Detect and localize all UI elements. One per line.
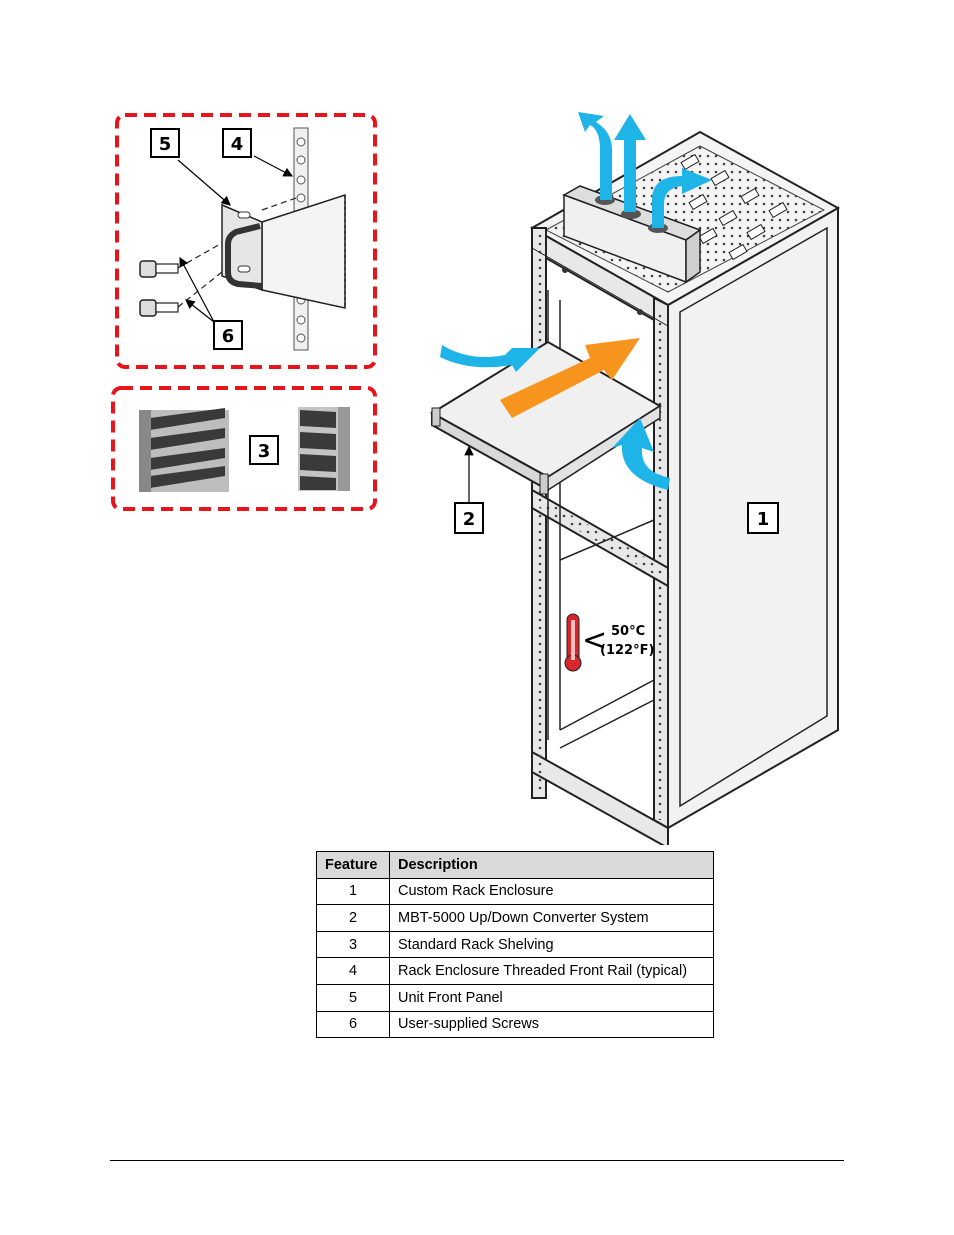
table-row: 3 Standard Rack Shelving <box>316 930 714 959</box>
feature-number: 4 <box>316 957 390 985</box>
svg-text:1: 1 <box>757 509 770 530</box>
header-description: Description <box>389 851 714 879</box>
unit-front-panel-illustration <box>221 193 346 309</box>
feature-number: 2 <box>316 904 390 932</box>
rack-fan-tray <box>562 185 702 284</box>
feature-number: 6 <box>316 1010 390 1039</box>
feature-description: User-supplied Screws <box>389 1010 714 1039</box>
rack-enclosure-illustration <box>430 130 841 845</box>
callout-4: 4 <box>222 128 252 158</box>
airflow-intake-arrow <box>440 345 540 372</box>
shelving-photo-left <box>139 408 229 492</box>
shelving-detail-inset: 3 <box>111 386 377 511</box>
airflow-exhaust-arrow <box>578 112 612 200</box>
temperature-symbol: < <box>582 623 607 658</box>
thermometer-icon <box>564 613 582 672</box>
temperature-celsius: 50°C <box>611 624 645 639</box>
callout-1: 1 <box>747 502 779 534</box>
mounting-detail-inset: 5 4 6 <box>115 113 377 369</box>
table-row: 6 User-supplied Screws <box>316 1010 714 1039</box>
screw-icon <box>139 242 223 278</box>
svg-text:5: 5 <box>159 134 172 155</box>
table-row: 2 MBT-5000 Up/Down Converter System <box>316 904 714 932</box>
table-row: 5 Unit Front Panel <box>316 983 714 1012</box>
feature-table: Feature Description 1 Custom Rack Enclos… <box>316 851 714 1039</box>
feature-description: Rack Enclosure Threaded Front Rail (typi… <box>389 957 714 985</box>
table-row: 4 Rack Enclosure Threaded Front Rail (ty… <box>316 957 714 985</box>
table-header-row: Feature Description <box>316 851 714 879</box>
airflow-through-arrow <box>500 338 640 418</box>
header-feature: Feature <box>316 851 390 879</box>
screw-icon <box>139 271 223 317</box>
feature-number: 5 <box>316 983 390 1012</box>
table-row: 1 Custom Rack Enclosure <box>316 877 714 906</box>
shelving-photo-right <box>298 407 350 491</box>
temperature-fahrenheit: (122°F) <box>600 643 654 658</box>
rack-front-frame <box>531 226 669 845</box>
feature-number: 3 <box>316 930 390 959</box>
feature-number: 1 <box>316 877 390 906</box>
svg-text:4: 4 <box>231 134 244 155</box>
rack-installation-figure: 5 4 6 3 <box>111 112 841 845</box>
airflow-exhaust-arrow <box>652 168 712 228</box>
callout-2: 2 <box>454 502 484 534</box>
svg-text:2: 2 <box>463 509 476 530</box>
airflow-lower-arrow <box>612 418 670 490</box>
callout-6: 6 <box>213 320 243 350</box>
feature-description: Custom Rack Enclosure <box>389 877 714 906</box>
footer-divider <box>110 1160 844 1161</box>
svg-text:3: 3 <box>258 441 271 462</box>
airflow-arrows <box>440 112 712 490</box>
airflow-exhaust-arrow <box>614 114 646 212</box>
feature-description: Standard Rack Shelving <box>389 930 714 959</box>
callout-5: 5 <box>150 128 180 158</box>
callout-3: 3 <box>249 435 279 465</box>
feature-description: Unit Front Panel <box>389 983 714 1012</box>
feature-description: MBT-5000 Up/Down Converter System <box>389 904 714 932</box>
svg-text:6: 6 <box>222 326 235 347</box>
